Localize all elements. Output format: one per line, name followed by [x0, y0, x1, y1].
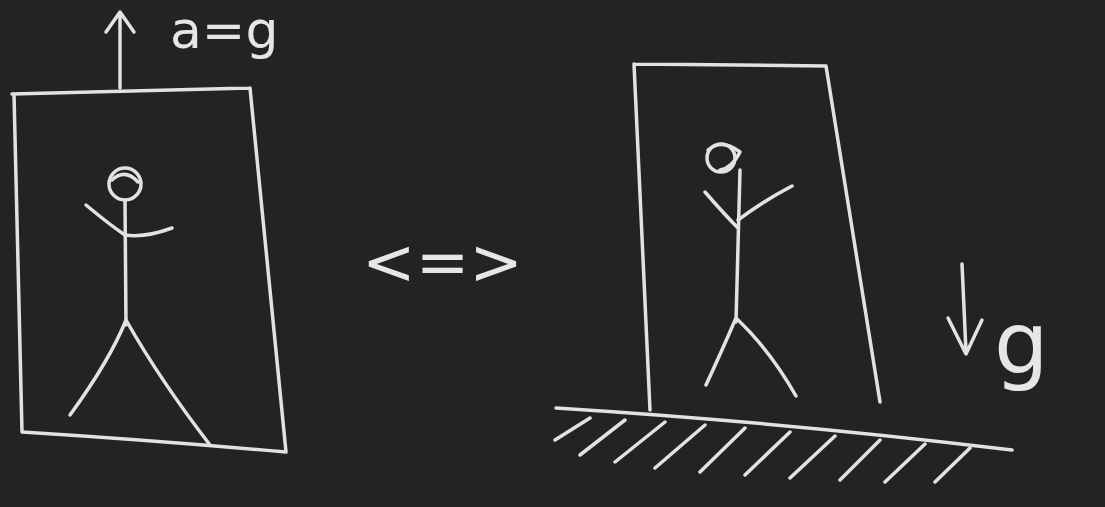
figure-arms	[705, 186, 792, 228]
ground-hatching	[555, 418, 970, 482]
acceleration-arrow	[106, 12, 134, 88]
figure-body	[125, 200, 126, 325]
gravity-arrow	[948, 264, 982, 354]
figure-legs	[70, 320, 210, 445]
figure-legs	[706, 318, 796, 396]
figure-hair	[708, 144, 740, 170]
chalk-label: a=g	[170, 4, 278, 56]
equivalence-sign: <=>	[362, 230, 523, 294]
chalk-label: g	[994, 300, 1049, 386]
figure-body	[736, 170, 740, 322]
elevator-box	[12, 88, 286, 452]
figure-arms	[86, 205, 172, 236]
room-box	[634, 64, 880, 410]
ground-line	[556, 408, 1012, 450]
figure-hair	[112, 174, 138, 182]
figure-head	[109, 168, 141, 200]
